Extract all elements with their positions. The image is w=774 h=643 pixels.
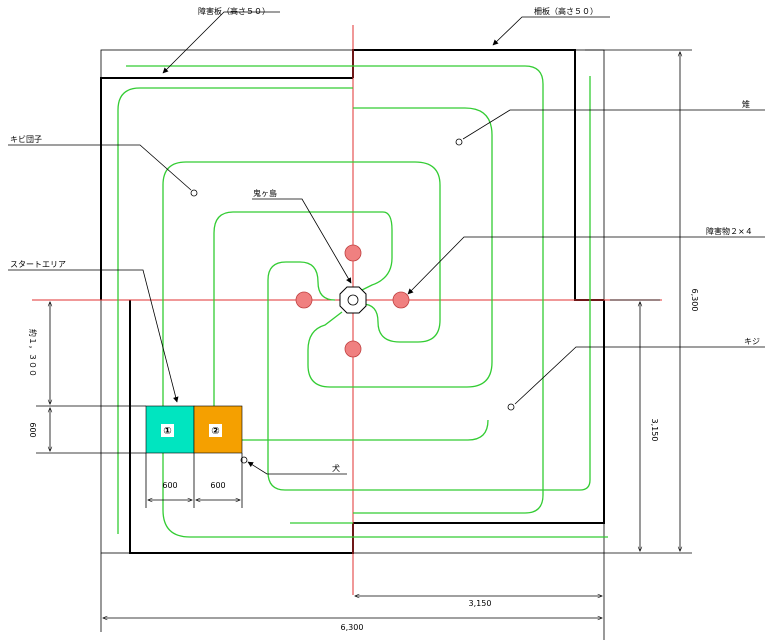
zone-2-label: ② — [211, 426, 219, 437]
kibi-dango-marker — [190, 189, 198, 197]
dim-zone2-width: 600 — [210, 481, 225, 490]
wall-top-left — [100, 77, 353, 300]
onigashima-target — [339, 286, 367, 314]
obstacle-pillar — [344, 244, 362, 262]
obstacle-board-label: 障害板（高さ５０） — [198, 6, 270, 16]
wall-top-right — [352, 49, 604, 301]
obstacle-pillar — [344, 340, 362, 358]
dog-label: 犬 — [332, 463, 340, 473]
dim-half-width: 3,150 — [469, 599, 492, 608]
dim-zone1-width: 600 — [162, 481, 177, 490]
kibi-dango-label: キビ団子 — [10, 135, 42, 144]
onigashima-center — [347, 294, 359, 306]
zone-2-badge — [209, 424, 222, 437]
dim-approx-offset: 約１，３００ — [28, 329, 38, 377]
wall-bottom-right — [353, 300, 605, 524]
callouts: 障害板（高さ５０） 柵板（高さ５０） 雉 キビ団子 鬼ヶ島 障害物２×４ スター… — [8, 6, 765, 475]
zone-1-badge — [161, 424, 174, 437]
pheasant-pos-label: 雉 — [742, 99, 750, 109]
obstacle-pillars-label: 障害物２×４ — [706, 226, 753, 236]
dog-marker — [240, 456, 248, 464]
start-area-label: スタートエリア — [10, 260, 66, 269]
dim-total-height: 6,300 — [690, 289, 699, 312]
pheasant-marker — [507, 403, 515, 411]
dimension-lines — [36, 49, 692, 640]
zone-1-label: ① — [163, 426, 171, 437]
dim-half-height: 3,150 — [650, 419, 659, 442]
dim-total-width: 6,300 — [341, 623, 364, 632]
pheasant-marker-top — [455, 138, 463, 146]
dim-zone-height: 600 — [28, 422, 37, 437]
obstacle-pillar — [295, 291, 313, 309]
obstacle-pillar — [392, 291, 410, 309]
pheasant-label: キジ — [744, 337, 760, 346]
fence-label: 柵板（高さ５０） — [534, 6, 598, 16]
onigashima-label: 鬼ヶ島 — [253, 188, 277, 198]
